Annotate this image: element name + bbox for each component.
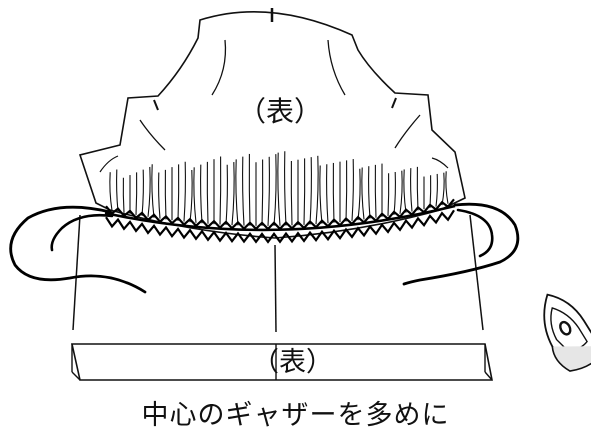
gather-fold-line <box>284 151 287 226</box>
gathering-thread-right-2 <box>456 208 494 258</box>
right-notch <box>391 97 397 109</box>
gather-fold-line <box>332 162 335 223</box>
gather-fold-line <box>351 159 354 221</box>
stitch-row-lower <box>105 209 455 244</box>
gather-fold-line <box>410 168 413 212</box>
gather-fold-line <box>309 157 312 225</box>
gather-fold-line <box>248 153 251 226</box>
gather-fold-line <box>219 156 222 225</box>
gather-fold-line <box>147 166 151 217</box>
gather-fold-line <box>290 160 293 226</box>
gather-fold-line <box>277 152 281 226</box>
caption: 中心のギャザーを多めに <box>141 400 450 431</box>
drape-line <box>431 157 449 169</box>
seam-line <box>104 204 456 232</box>
gather-fold-line <box>361 167 365 220</box>
drape-line <box>211 39 227 96</box>
gather-fold-line <box>189 169 193 223</box>
gather-fold-line <box>193 167 197 223</box>
gather-fold-line <box>225 164 228 225</box>
gathering-thread-left-2 <box>50 213 114 252</box>
gather-fold-line <box>183 161 186 222</box>
left-notch <box>153 99 159 111</box>
gathering-thread-right <box>402 202 520 286</box>
gather-fold-line <box>319 165 323 224</box>
gather-fold-line <box>399 170 403 214</box>
gather-fold-line <box>368 166 371 219</box>
band-fold-line <box>484 371 493 381</box>
gather-fold-line <box>345 160 348 222</box>
gather-fold-line <box>315 155 319 225</box>
drape-line <box>99 155 119 173</box>
gather-fold-line <box>303 158 306 225</box>
gather-fold-line <box>267 156 270 226</box>
gather-fold-line <box>387 173 390 216</box>
gather-fold-line <box>200 164 203 224</box>
gather-fold-line <box>158 172 161 219</box>
gather-fold-line <box>235 159 239 226</box>
gather-fold-line <box>231 162 235 226</box>
gather-fold-line <box>435 173 438 207</box>
gather-fold-line <box>135 172 138 215</box>
band-label: （表） <box>252 347 333 378</box>
gather-fold-line <box>177 164 180 221</box>
drape-line <box>394 114 421 149</box>
gather-fold-line <box>151 164 155 218</box>
upper-fabric-label: （表） <box>238 95 323 128</box>
gather-fold-line <box>374 164 377 218</box>
gather-fold-line <box>109 172 113 211</box>
drape-line <box>327 39 346 96</box>
gather-fold-line <box>357 168 361 221</box>
gathering-thread-left <box>9 205 147 294</box>
band-fold-line <box>71 371 81 381</box>
lower-fabric-center-line <box>274 244 277 333</box>
gather-fold-line <box>261 159 264 226</box>
lower-fabric-right-edge <box>469 214 484 331</box>
iron-icon <box>543 293 591 372</box>
gather-fold-line <box>445 171 449 204</box>
gather-fold-line <box>326 164 329 224</box>
drape-line <box>139 119 166 151</box>
lower-fabric-left-edge <box>72 214 81 331</box>
gather-fold-line <box>242 156 245 226</box>
gather-fold-line <box>206 161 209 224</box>
gather-fold-line <box>273 154 277 226</box>
gather-fold-line <box>122 177 125 213</box>
